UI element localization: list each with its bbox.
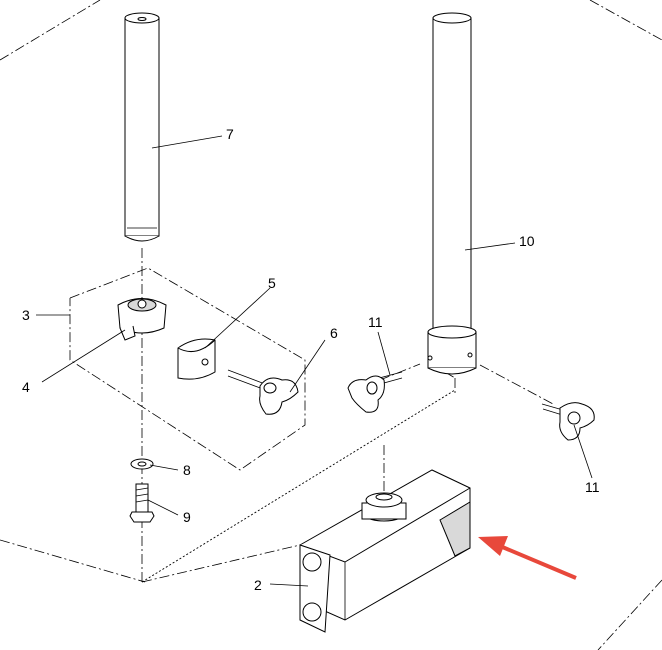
leader-lines [36,135,593,587]
label-part-10: 10 [519,233,535,249]
label-part-3: 3 [22,307,30,323]
part-9-hex-bolt [129,483,155,523]
part-7-pipe [124,12,160,242]
label-part-11-right: 11 [585,479,600,495]
label-part-7: 7 [226,126,234,142]
pointer-arrow [478,536,577,580]
label-part-2: 2 [254,577,262,593]
part-11-left-knob-screw [347,371,403,413]
label-part-4: 4 [22,379,30,395]
label-part-5: 5 [268,275,276,291]
part-4-clamp-collar [117,298,167,341]
part-6-knob-screw [227,369,299,415]
label-part-8: 8 [183,462,191,478]
part-11-right-knob-screw [541,402,595,441]
part-10-pipe [427,12,477,375]
assembly-3-outline [69,267,306,471]
label-part-9: 9 [183,509,191,525]
label-part-11-left: 11 [368,314,383,330]
label-part-6: 6 [330,325,338,341]
part-2-base-bracket [299,469,471,633]
callout-labels: 7 10 5 3 11 6 4 8 11 9 2 [22,126,600,593]
part-5-clamp-block [177,338,216,380]
part-8-lock-washer [130,458,154,470]
